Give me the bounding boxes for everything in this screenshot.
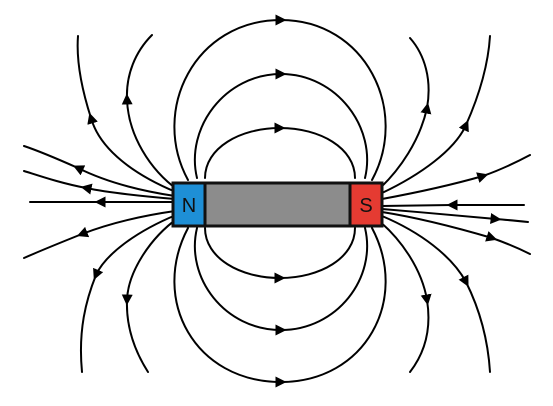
field-line-upper-right-2: [381, 35, 491, 194]
field-line-lower-left-2: [79, 214, 177, 373]
field-line-top-outer: [173, 14, 387, 181]
field-line-upper-left-2: [76, 35, 177, 193]
field-line-bottom-inner: [204, 227, 356, 284]
field-line-top-middle: [193, 68, 369, 179]
field-line-upper-right-3: [381, 154, 531, 200]
field-line-upper-left-1: [121, 34, 179, 191]
field-line-bottom-outer: [173, 227, 387, 388]
north-pole-label: N: [182, 195, 196, 217]
field-line-upper-left-4: [23, 170, 176, 200]
north-pole: [171, 181, 207, 228]
field-line-lower-right-4: [381, 208, 529, 225]
field-line-lower-right-1: [377, 219, 432, 373]
south-pole: [348, 181, 384, 228]
field-line-top-inner: [204, 122, 356, 179]
bar-magnet: N S: [171, 181, 384, 228]
field-line-lower-right-3: [381, 211, 531, 255]
field-line-upper-left-3: [23, 145, 176, 197]
field-lines: [23, 14, 531, 388]
magnet-body: [202, 181, 353, 228]
field-line-lower-left-3: [23, 210, 176, 259]
field-line-lower-right-2: [381, 215, 491, 373]
field-line-lower-left-1: [121, 217, 179, 373]
south-pole-label: S: [359, 195, 372, 217]
field-line-right-axis: [379, 199, 525, 211]
field-line-upper-right-1: [377, 37, 432, 191]
field-line-bottom-middle: [193, 227, 369, 336]
